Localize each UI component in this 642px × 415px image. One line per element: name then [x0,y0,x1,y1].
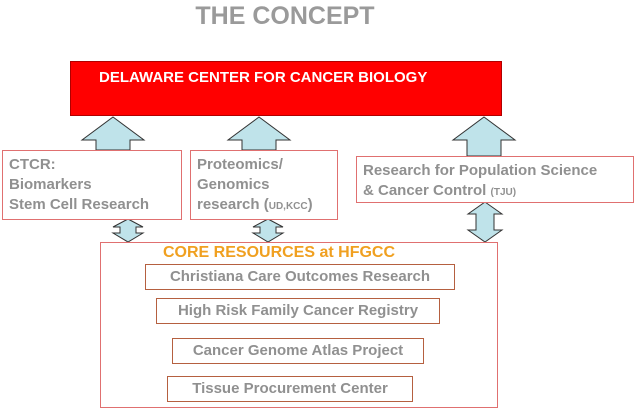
proteomics-line-1: Proteomics/ [197,156,283,173]
core-item-genome-atlas: Cancer Genome Atlas Project [172,338,424,364]
core-item-tissue-procurement: Tissue Procurement Center [167,376,413,402]
arrow-up-ctcr [80,116,146,151]
ctcr-line-3: Stem Cell Research [9,196,150,213]
arrow-double-proteomics [251,218,285,243]
core-item-outcomes-research: Christiana Care Outcomes Research [145,264,455,290]
proteomics-line-3: research (UD,KCC) [197,196,313,213]
arrow-up-research [451,116,517,157]
page-title: THE CONCEPT [195,2,375,30]
arrow-double-ctcr [111,218,145,243]
proteomics-box: Proteomics/ Genomics research (UD,KCC) [190,150,338,220]
core-resources-title: CORE RESOURCES at HFGCC [163,244,396,261]
ctcr-line-1: CTCR: [9,156,56,173]
ctcr-box: CTCR: Biomarkers Stem Cell Research [2,150,182,220]
research-line-2: & Cancer Control (TJU) [363,182,517,199]
ctcr-line-2: Biomarkers [9,176,92,193]
research-line-1: Research for Population Science [363,162,598,179]
center-label: DELAWARE CENTER FOR CANCER BIOLOGY [99,69,428,86]
proteomics-line-2: Genomics [197,176,270,193]
research-box: Research for Population Science & Cancer… [356,156,634,203]
core-item-family-cancer-registry: High Risk Family Cancer Registry [156,298,440,324]
center-box: DELAWARE CENTER FOR CANCER BIOLOGY [70,61,502,116]
arrow-double-research [466,201,504,243]
arrow-up-proteomics [226,116,292,151]
